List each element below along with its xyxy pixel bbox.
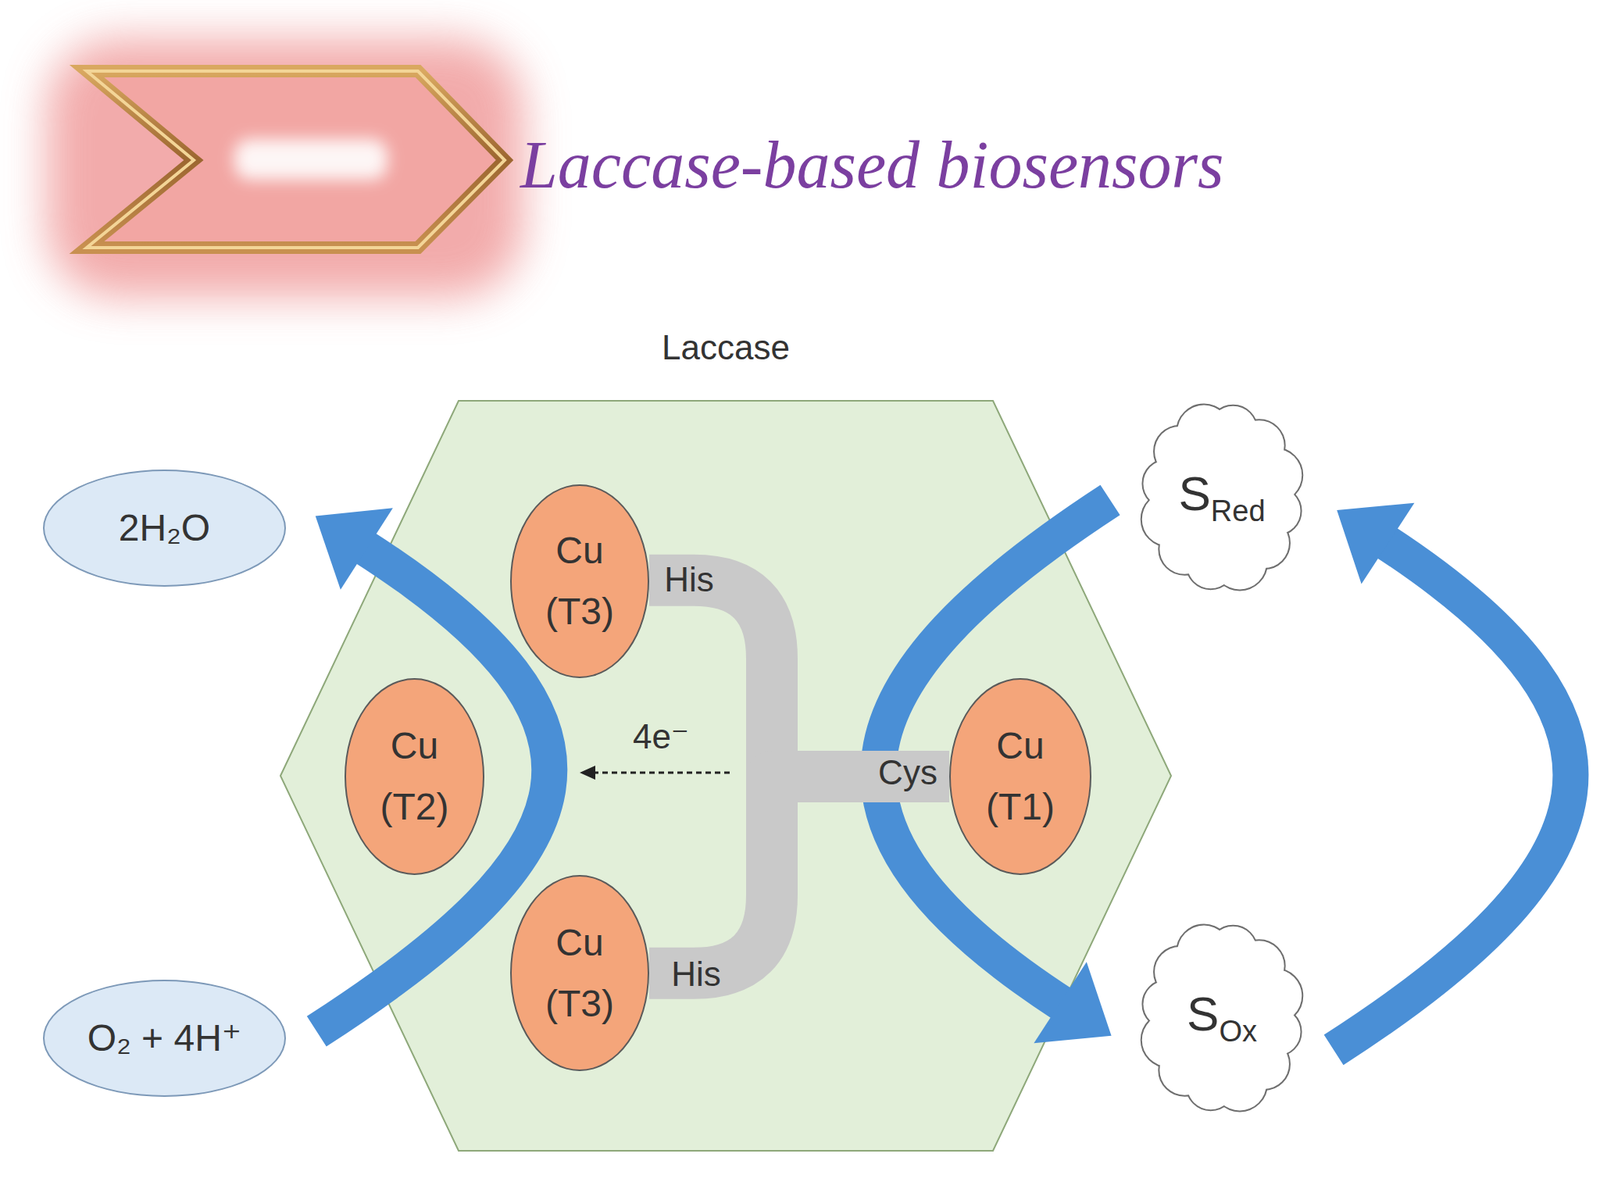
arrow-head bbox=[315, 507, 393, 590]
banner-chevron bbox=[86, 71, 505, 248]
cloud-bumps bbox=[1142, 405, 1303, 590]
reaction-arrow bbox=[1333, 503, 1571, 1050]
enzyme-title: Laccase bbox=[280, 325, 1172, 370]
copper-label: Cu (T1) bbox=[977, 715, 1064, 838]
ligand-bridge bbox=[649, 776, 950, 974]
cloud-core bbox=[1164, 946, 1280, 1090]
copper-site-circle: Cu (T3) bbox=[510, 875, 650, 1072]
species-ellipse: O₂ + 4H⁺ bbox=[42, 979, 286, 1097]
electron-label: 4e⁻ bbox=[632, 719, 690, 754]
substrate-symbol: S bbox=[1178, 466, 1211, 521]
substrate-subscript: Red bbox=[1210, 494, 1266, 528]
substrate-symbol: S bbox=[1186, 986, 1219, 1041]
banner-glow bbox=[46, 39, 524, 297]
substrate-subscript: Ox bbox=[1218, 1014, 1258, 1048]
copper-site-circle: Cu (T3) bbox=[510, 484, 650, 679]
reaction-arrow bbox=[878, 500, 1111, 1043]
hexagon-shape bbox=[280, 400, 1172, 1151]
species-formula: 2H₂O bbox=[118, 507, 211, 549]
copper-label: Cu (T3) bbox=[536, 912, 623, 1035]
arrow-head bbox=[1336, 503, 1415, 585]
copper-label: Cu (T3) bbox=[536, 520, 623, 643]
title-text: Laccase-based biosensors bbox=[520, 131, 1225, 199]
ligand-bridge bbox=[649, 580, 950, 777]
bridge-band bbox=[649, 776, 950, 974]
bridge-band bbox=[649, 580, 950, 777]
substrate-label: SOx bbox=[1186, 989, 1258, 1047]
copper-site-circle: Cu (T2) bbox=[344, 678, 485, 875]
arrow-shaft bbox=[1333, 540, 1571, 1050]
ligand-label: His bbox=[664, 562, 715, 597]
copper-label: Cu (T2) bbox=[371, 715, 458, 838]
cloud-core bbox=[1164, 426, 1280, 568]
cloud-bumps bbox=[1142, 925, 1303, 1111]
species-label: 2H₂O bbox=[118, 507, 211, 550]
substrate-cloud: SRed bbox=[1137, 403, 1307, 592]
arrow-shaft bbox=[878, 500, 1111, 1006]
enzyme-hexagon: LaccaseCu (T3)Cu (T2)Cu (T3)Cu (T1) bbox=[280, 400, 1172, 1151]
arrow-head bbox=[1033, 961, 1111, 1043]
cloud-fill bbox=[1142, 405, 1303, 590]
species-ellipse: 2H₂O bbox=[42, 469, 286, 587]
banner-highlight bbox=[234, 139, 388, 180]
copper-site-circle: Cu (T1) bbox=[949, 678, 1092, 875]
substrate-cloud: SOx bbox=[1137, 923, 1307, 1113]
banner-bevel bbox=[86, 71, 505, 248]
reaction-arrow bbox=[315, 507, 550, 1032]
ligand-label: His bbox=[671, 957, 722, 992]
substrate-label: SRed bbox=[1178, 469, 1265, 526]
arrow-shaft bbox=[316, 546, 550, 1032]
cloud-fill bbox=[1142, 925, 1303, 1111]
ligand-label: Cys bbox=[878, 755, 938, 790]
species-formula: O₂ + 4H⁺ bbox=[87, 1017, 242, 1059]
species-label: O₂ + 4H⁺ bbox=[87, 1017, 242, 1060]
